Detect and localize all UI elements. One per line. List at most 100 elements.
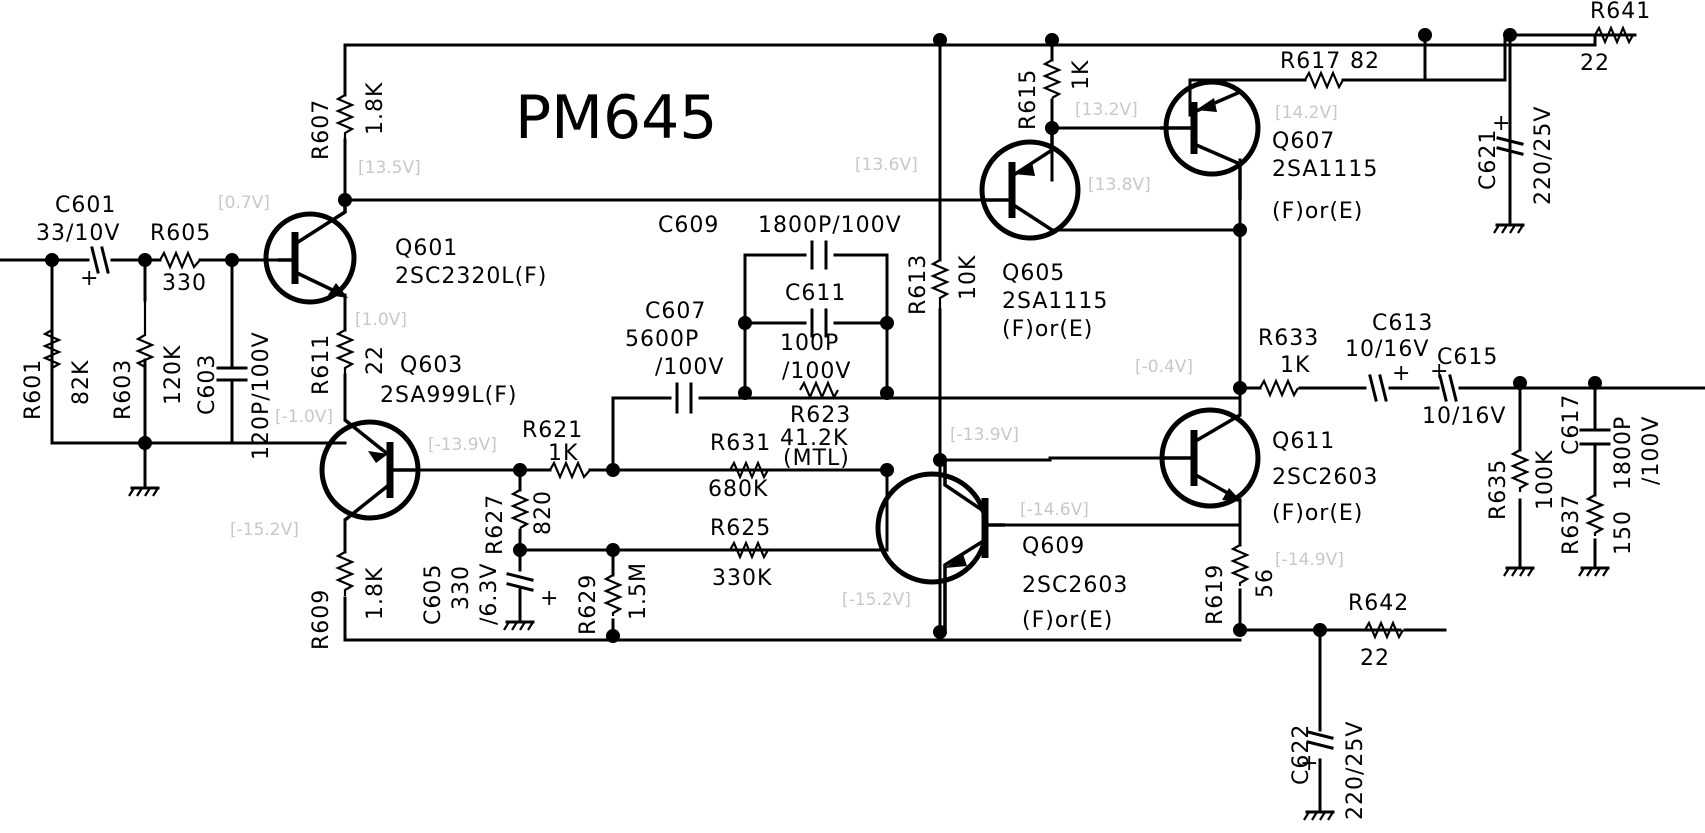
resistor-r609 <box>335 551 355 596</box>
capacitor-c605 <box>506 572 534 592</box>
label-q611-part: 2SC2603 <box>1272 465 1378 490</box>
label-q601-ref: Q601 <box>395 236 458 261</box>
capacitor-c622 <box>1306 730 1334 750</box>
resistor-r601 <box>42 329 62 369</box>
resistor-r635 <box>1510 449 1530 492</box>
label-r631-value: 680K <box>708 477 768 502</box>
label-c622-ref: C622 <box>1289 724 1314 785</box>
label-r607-ref: R607 <box>309 99 334 160</box>
label-r621-value: 1K <box>548 441 578 466</box>
voltage-label: [-14.9V] <box>1275 550 1344 570</box>
transistor-q611-icon <box>1159 407 1261 509</box>
label-q609-ref: Q609 <box>1022 534 1085 559</box>
label-c621-value: 220/25V <box>1531 106 1556 205</box>
labels: PM645 C601 33/10V + R605 330 R601 82K R6… <box>21 0 1664 820</box>
label-r611-ref: R611 <box>309 334 334 395</box>
label-c615-value: 10/16V <box>1422 404 1506 429</box>
page-title: PM645 <box>515 83 717 153</box>
label-r642-value: 22 <box>1360 646 1390 671</box>
label-r601-ref: R601 <box>21 359 46 420</box>
label-c611-value2: /100V <box>782 359 851 384</box>
resistor-r613 <box>930 259 950 312</box>
capacitor-c615 <box>1438 374 1458 402</box>
grounds <box>128 223 1610 821</box>
resistor-r637 <box>1585 494 1605 536</box>
resistor-r641 <box>1594 25 1634 45</box>
label-c613-value: 10/16V <box>1345 337 1429 362</box>
label-q609-part: 2SC2603 <box>1022 573 1128 598</box>
label-r607-value: 1.8K <box>363 82 388 135</box>
label-r623-ref: R623 <box>790 403 851 428</box>
label-c605-plus: + <box>540 586 559 611</box>
label-r623-note: (MTL) <box>783 446 850 471</box>
capacitors <box>90 33 1611 750</box>
resistor-r615 <box>1042 59 1062 99</box>
label-c613-ref: C613 <box>1372 311 1433 336</box>
label-r637-value: 150 <box>1611 510 1636 555</box>
label-c609-value: 1800P/100V <box>758 213 902 238</box>
voltage-label: [14.2V] <box>1275 103 1338 123</box>
voltage-label: [13.2V] <box>1075 100 1138 120</box>
label-r603-ref: R603 <box>111 359 136 420</box>
transistors <box>263 79 1261 630</box>
label-c605-value2: /6.3V <box>477 563 502 625</box>
voltage-label: [-15.2V] <box>230 520 299 540</box>
resistor-r605 <box>159 250 201 270</box>
transistor-q605-icon <box>979 128 1081 241</box>
resistor-r603 <box>135 300 155 368</box>
voltage-annotations: [0.7V] [13.5V] [1.0V] [-1.0V] [-13.9V] [… <box>218 100 1344 610</box>
ground-icon <box>1503 566 1535 577</box>
transistor-q603-icon <box>319 418 421 522</box>
resistor-r625 <box>729 540 769 560</box>
capacitor-c611 <box>810 308 828 338</box>
label-r631-ref: R631 <box>710 431 771 456</box>
label-q605-ref: Q605 <box>1002 261 1065 286</box>
capacitor-c601 <box>90 246 110 274</box>
capacitor-c607 <box>675 382 693 414</box>
label-c617-value1: 1800P <box>1611 416 1636 490</box>
resistor-r623 <box>799 380 839 400</box>
voltage-label: [13.8V] <box>1088 175 1151 195</box>
ground-icon <box>1303 810 1335 821</box>
capacitor-c613 <box>1368 374 1388 402</box>
resistor-r631 <box>729 460 769 480</box>
label-r637-ref: R637 <box>1559 494 1584 555</box>
ground-icon <box>1493 223 1525 234</box>
capacitor-c621 <box>1496 33 1524 224</box>
label-q607-ref: Q607 <box>1272 129 1335 154</box>
label-c621-plus: + <box>1492 111 1511 136</box>
label-r603-value: 120K <box>161 345 186 405</box>
ground-icon <box>128 486 160 497</box>
label-q605-grade: (F)or(E) <box>1002 317 1093 342</box>
capacitor-c603 <box>216 366 248 390</box>
label-r627-value: 820 <box>531 490 556 535</box>
voltage-label: [-13.9V] <box>950 425 1019 445</box>
label-r611-value: 22 <box>363 345 388 375</box>
label-r605-ref: R605 <box>150 221 211 246</box>
voltage-label: [1.0V] <box>355 310 407 330</box>
voltage-label: [0.7V] <box>218 193 270 213</box>
voltage-label: [-15.2V] <box>842 590 911 610</box>
label-c603-value: 120P/100V <box>249 331 274 460</box>
resistor-r607 <box>335 94 355 140</box>
voltage-label: [13.6V] <box>855 155 918 175</box>
label-q605-part: 2SA1115 <box>1002 289 1108 314</box>
label-q607-grade: (F)or(E) <box>1272 199 1363 224</box>
resistor-r611 <box>335 329 355 375</box>
label-q603-part: 2SA999L(F) <box>380 383 518 408</box>
label-r621-ref: R621 <box>522 418 583 443</box>
label-r617-value: 82 <box>1350 49 1380 74</box>
junctions <box>45 28 1602 643</box>
label-q603-ref: Q603 <box>400 353 463 378</box>
label-r601-value: 82K <box>69 360 94 405</box>
label-r625-value: 330K <box>712 566 772 591</box>
label-c615-ref: C615 <box>1437 345 1498 370</box>
resistors <box>42 25 1634 640</box>
label-r625-ref: R625 <box>710 516 771 541</box>
label-r627-ref: R627 <box>483 494 508 555</box>
label-r629-ref: R629 <box>576 574 601 635</box>
label-r623-value: 41.2K <box>780 426 848 451</box>
resistor-r629 <box>603 574 623 616</box>
label-c603-ref: C603 <box>195 354 220 415</box>
